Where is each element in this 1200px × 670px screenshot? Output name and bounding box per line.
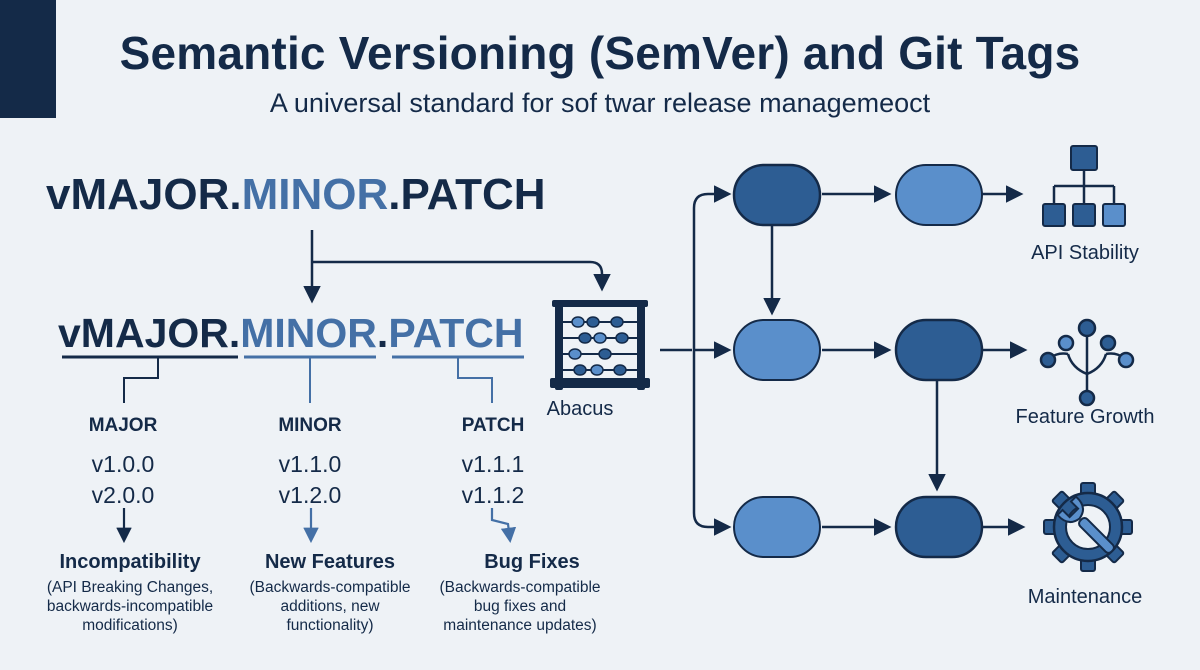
format-major: vMAJOR. [58, 310, 241, 356]
abacus-icon [550, 300, 650, 390]
format-major: vMAJOR. [46, 170, 242, 219]
format-minor: MINOR [241, 170, 389, 219]
page-title: Semantic Versioning (SemVer) and Git Tag… [119, 27, 1081, 79]
version-tag: v1.2.0 [278, 482, 342, 508]
format-patch: PATCH [388, 310, 524, 356]
version-tag: v2.0.0 [91, 482, 155, 508]
flow-node [894, 495, 984, 559]
component-major-description: (API Breaking Changes, backwards-incompa… [46, 579, 214, 634]
format-string-top: vMAJOR.MINOR.PATCH [46, 170, 546, 220]
format-minor: MINOR [240, 310, 377, 356]
format-patch: PATCH [400, 170, 546, 219]
flow-node [733, 496, 821, 558]
branching-tree-icon [1039, 318, 1135, 407]
corner-accent-block [0, 0, 56, 118]
format-dot: . [388, 170, 401, 219]
abacus-label: Abacus [546, 398, 614, 420]
page-subtitle: A universal standard for sof twar releas… [269, 88, 931, 118]
component-major-title: MAJOR [88, 415, 158, 436]
flow-node [894, 318, 984, 382]
component-arrows [116, 508, 517, 544]
component-patch-heading: Bug Fixes [484, 551, 580, 573]
component-patch-description: (Backwards-compatible bug fixes and main… [439, 579, 601, 634]
component-major-heading: Incompatibility [59, 551, 201, 573]
version-tag: v1.1.1 [461, 451, 525, 477]
component-minor-title: MINOR [278, 415, 342, 436]
flow-node [732, 163, 822, 227]
version-tag: v1.1.0 [278, 451, 342, 477]
flow-nodes [732, 163, 984, 559]
component-patch-versions: v1.1.1 v1.1.2 [393, 449, 593, 511]
flow-node [733, 319, 821, 381]
outcome-maintenance-label: Maintenance [1027, 586, 1143, 608]
format-connector [303, 230, 611, 304]
flow-connectors [660, 185, 1028, 536]
format-string-breakdown: vMAJOR.MINOR.PATCH [58, 310, 523, 357]
component-minor-description: (Backwards-compatible additions, new fun… [249, 579, 411, 634]
version-tag: v1.0.0 [91, 451, 155, 477]
component-patch-title: PATCH [461, 415, 525, 436]
hierarchy-icon [1042, 145, 1126, 227]
outcome-feature-growth-label: Feature Growth [1015, 406, 1155, 428]
component-major-versions: v1.0.0 v2.0.0 [23, 449, 223, 511]
outcome-api-stability-label: API Stability [1031, 242, 1139, 264]
gear-wrench-icon [1043, 482, 1133, 572]
component-minor-versions: v1.1.0 v1.2.0 [210, 449, 410, 511]
component-minor-heading: New Features [264, 551, 396, 573]
flow-node [895, 164, 983, 226]
component-connectors [123, 358, 493, 403]
version-tag: v1.1.2 [461, 482, 525, 508]
format-dot: . [376, 310, 389, 356]
